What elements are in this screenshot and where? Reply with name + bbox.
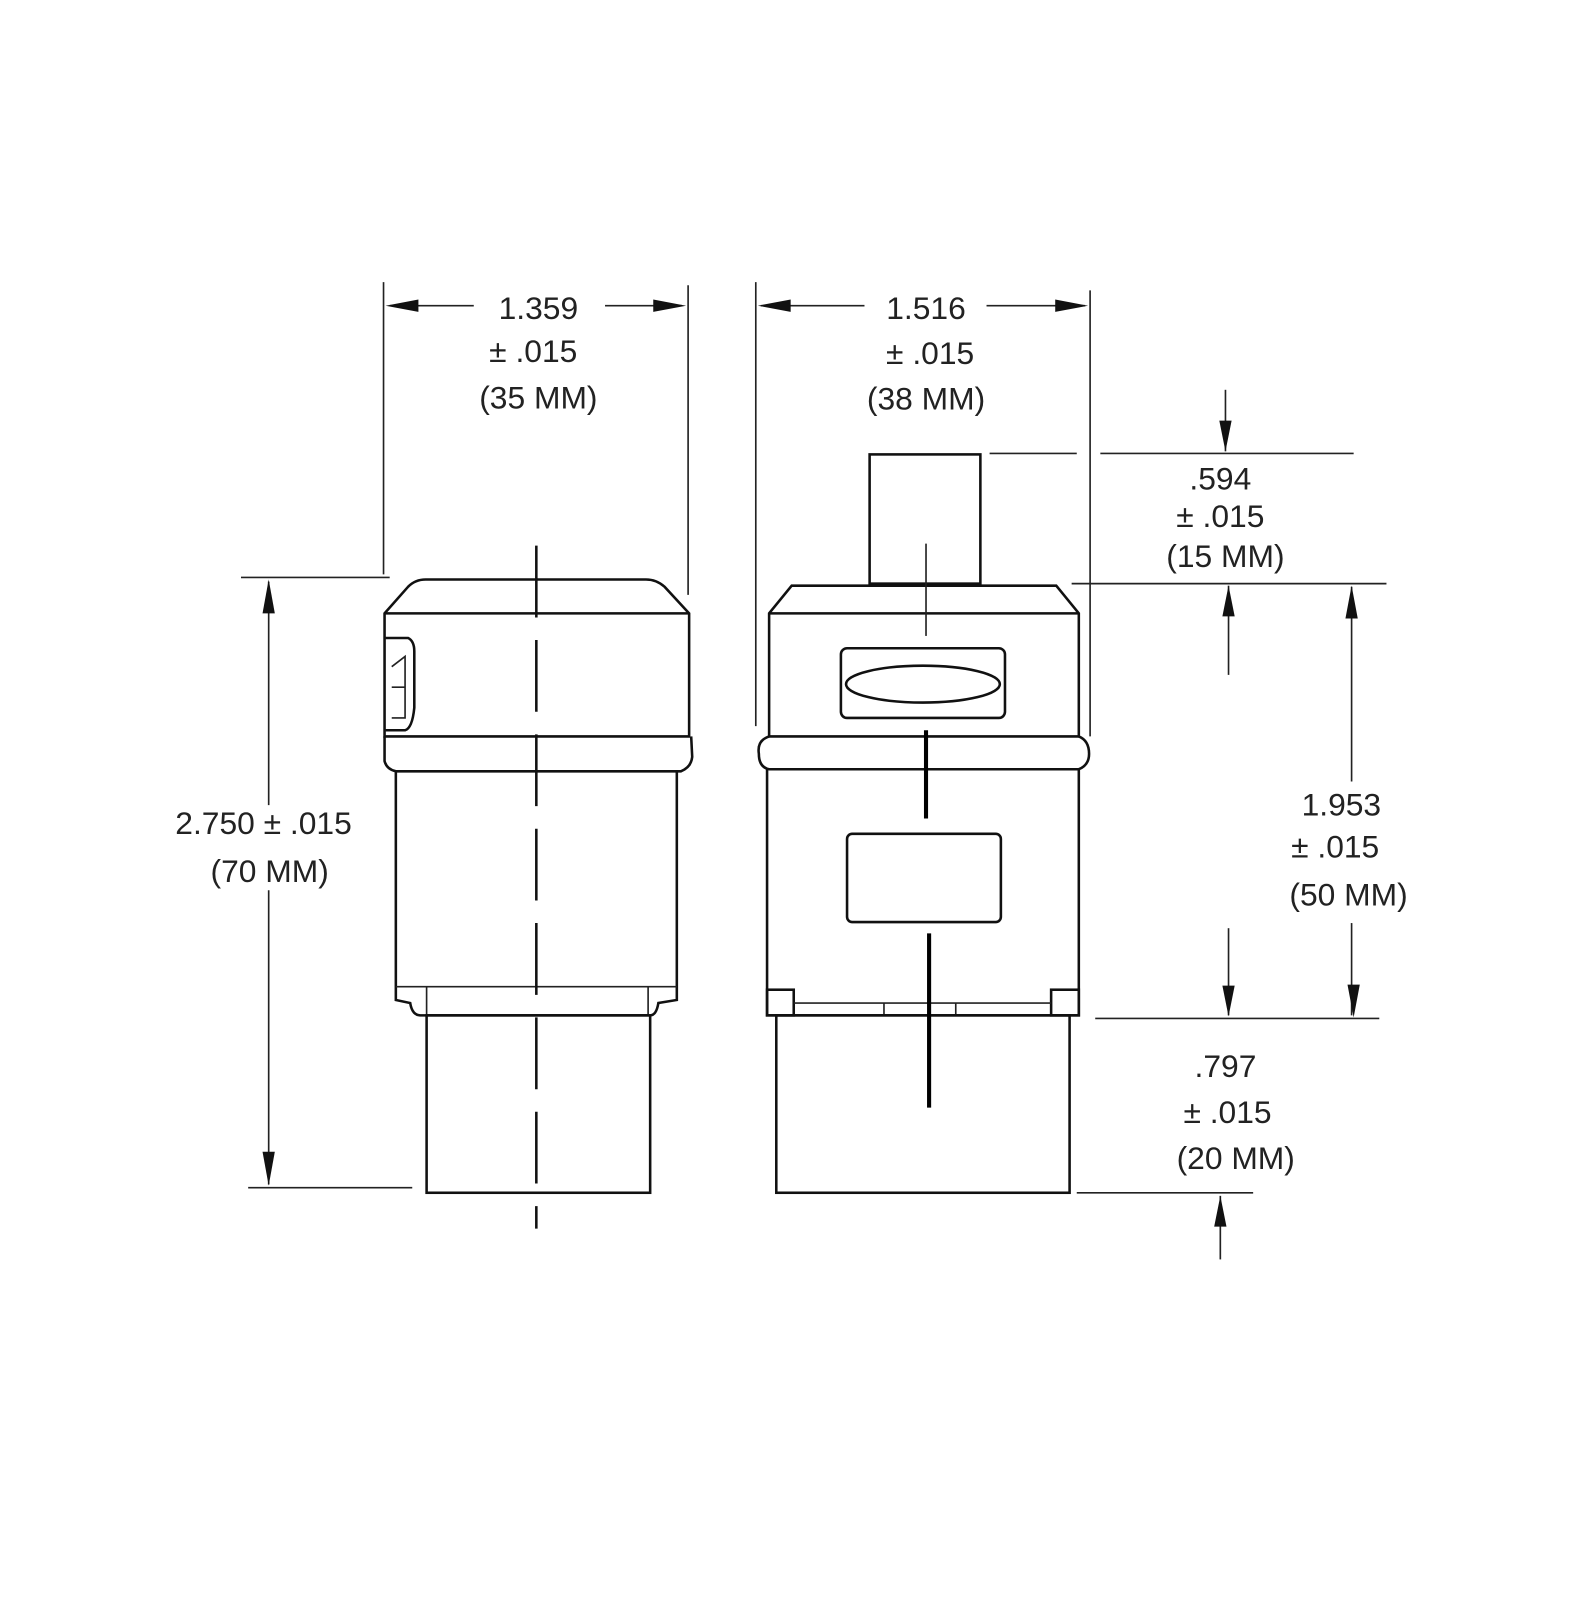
front-view [757, 453, 1091, 1195]
dim-metric: (35 MM) [479, 379, 597, 415]
dim-value: .594 [1189, 460, 1251, 496]
dim-metric: (70 MM) [211, 853, 329, 889]
dim-tolerance: ± .015 [1183, 1094, 1271, 1130]
dimension-bottom-stub: .797 ± .015 (20 MM) [1177, 1048, 1295, 1176]
dim-value: 1.953 [1302, 786, 1382, 822]
dim-metric: (38 MM) [867, 380, 985, 416]
dimension-lines [240, 282, 1387, 1260]
dim-tolerance: ± .015 [489, 333, 577, 369]
latch-tab [385, 636, 416, 732]
dimension-overall-height: 2.750 ± .015 (70 MM) [175, 805, 351, 889]
dim-metric: (20 MM) [1177, 1140, 1295, 1176]
dim-value: 1.516 [886, 290, 966, 326]
side-view [383, 545, 694, 1229]
display-window [839, 646, 1007, 720]
dim-tolerance: ± .015 [886, 335, 974, 371]
dimension-body-height: 1.953 ± .015 (50 MM) [1289, 786, 1407, 912]
dim-tolerance: ± .015 [1291, 828, 1379, 864]
dim-value: .797 [1195, 1048, 1257, 1084]
dim-tolerance: ± .015 [1176, 498, 1264, 534]
dimension-top-stub: .594 ± .015 (15 MM) [1166, 460, 1284, 574]
label-window [845, 832, 1003, 924]
dim-metric: (15 MM) [1166, 538, 1284, 574]
dim-value: 1.359 [499, 290, 579, 326]
dim-value: 2.750 ± .015 [175, 805, 351, 841]
dim-metric: (50 MM) [1289, 877, 1407, 913]
dimension-right-width: 1.516 ± .015 (38 MM) [867, 290, 985, 416]
dimension-left-width: 1.359 ± .015 (35 MM) [479, 290, 597, 415]
indicator-lens [844, 664, 1002, 704]
